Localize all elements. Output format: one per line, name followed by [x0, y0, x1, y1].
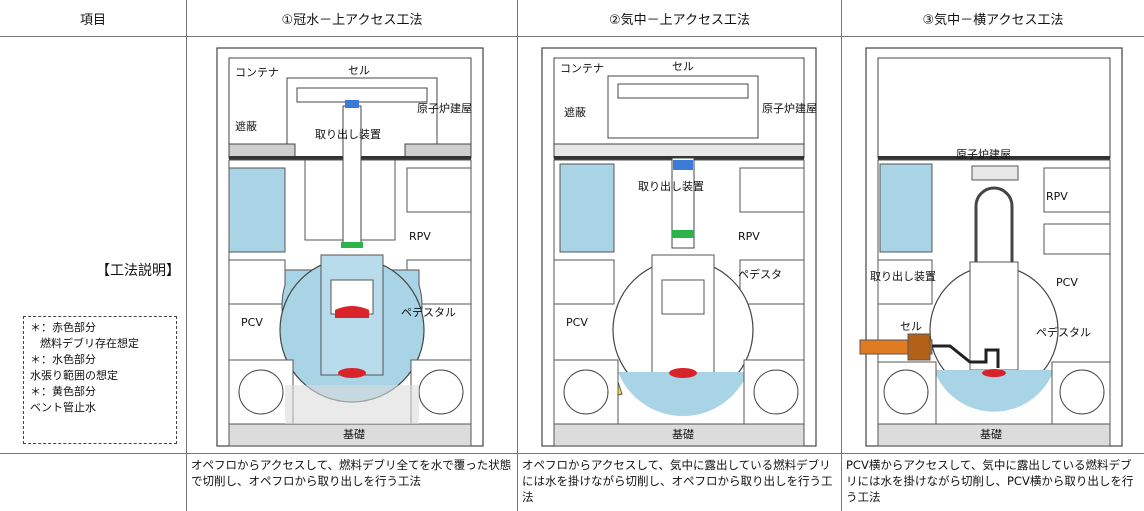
d1-container-label: コンテナ: [235, 66, 279, 79]
d3-pedestal-label: ペデスタル: [1036, 325, 1091, 339]
diagram-submerged-top-access: コンテナ セル 遮蔽 原子炉建屋 取り出し装置 RPV ペデスタル PCV 基礎: [216, 47, 484, 447]
legend-blue-title: ＊：水色部分: [30, 353, 96, 366]
d1-pedestal-label: ペデスタル: [401, 305, 456, 319]
d2-pedestal-label: ペデスタ: [738, 267, 782, 281]
legend-blue-desc: 水張り範囲の想定: [30, 369, 118, 382]
d3-extractor-label: 取り出し装置: [870, 269, 936, 283]
header-method-2: ②気中－上アクセス工法: [518, 0, 841, 36]
d2-shield-label: 遮蔽: [564, 105, 586, 119]
legend-yellow-title: ＊：黄色部分: [30, 385, 96, 398]
diagram-air-side-access: 原子炉建屋 RPV 取り出し装置 PCV セル ペデスタル 基礎: [859, 47, 1123, 447]
d1-shield-label: 遮蔽: [235, 119, 257, 133]
d1-extractor-label: 取り出し装置: [315, 127, 381, 141]
header-item: 項目: [0, 0, 186, 36]
d2-cell-label: セル: [672, 60, 694, 73]
header-method-3: ③気中－横アクセス工法: [842, 0, 1144, 36]
desc-method-2: オペフロからアクセスして、気中に露出している燃料デブリには水を掛けながら切削し、…: [522, 458, 833, 504]
d3-reactor-building-label: 原子炉建屋: [956, 147, 1011, 161]
d2-container-label: コンテナ: [560, 62, 604, 75]
d1-foundation-label: 基礎: [343, 428, 365, 441]
d3-foundation-label: 基礎: [980, 428, 1002, 441]
method-explanation-title: 【工法説明】: [96, 263, 180, 279]
d2-rpv-label: RPV: [738, 230, 760, 243]
col-divider-1: [186, 0, 187, 511]
desc-divider: [0, 453, 1144, 454]
d2-pcv-label: PCV: [566, 316, 588, 329]
desc-method-3: PCV横からアクセスして、気中に露出している燃料デブリには水を掛けながら切削し、…: [846, 458, 1134, 504]
d1-rpv-label: RPV: [409, 230, 431, 243]
d1-cell-label: セル: [348, 64, 370, 77]
d1-pcv-label: PCV: [241, 316, 263, 329]
color-legend: ＊：赤色部分 燃料デブリ存在想定 ＊：水色部分 水張り範囲の想定 ＊：黄色部分 …: [23, 316, 177, 444]
d2-reactor-building-label: 原子炉建屋: [762, 101, 817, 115]
header-method-1: ①冠水－上アクセス工法: [187, 0, 517, 36]
legend-red-title: ＊：赤色部分: [30, 321, 96, 334]
d2-extractor-label: 取り出し装置: [638, 179, 704, 193]
d3-rpv-label: RPV: [1046, 190, 1068, 203]
col-divider-2: [517, 0, 518, 511]
d1-reactor-building-label: 原子炉建屋: [417, 101, 472, 115]
d2-foundation-label: 基礎: [672, 428, 694, 441]
desc-method-1: オペフロからアクセスして、燃料デブリ全てを水で覆った状態で切削し、オペフロから取…: [191, 458, 512, 488]
diagram-air-top-access: コンテナ セル 遮蔽 原子炉建屋 取り出し装置 RPV ペデスタ PCV 基礎: [541, 47, 817, 447]
d3-pcv-label: PCV: [1056, 276, 1078, 289]
d3-cell-label: セル: [900, 320, 922, 333]
col-divider-3: [841, 0, 842, 511]
legend-yellow-desc: ベント管止水: [30, 401, 96, 414]
header-divider: [0, 36, 1144, 37]
legend-red-desc: 燃料デブリ存在想定: [40, 337, 139, 350]
